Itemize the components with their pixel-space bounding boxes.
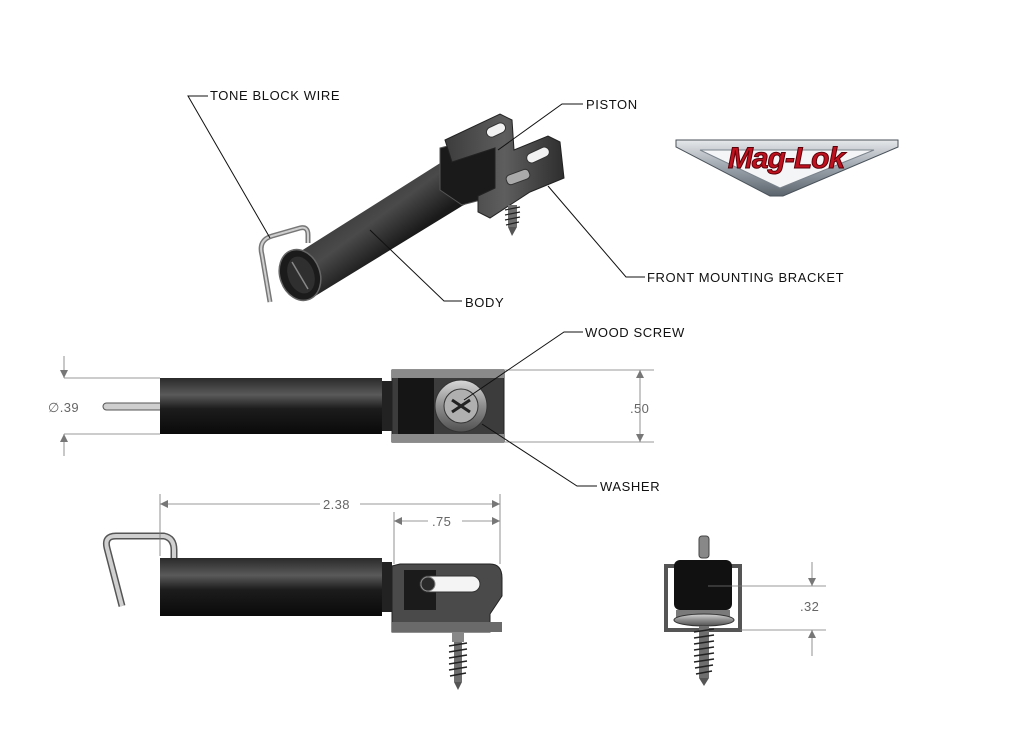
callout-wood-screw: WOOD SCREW (463, 325, 685, 401)
washer-label: WASHER (600, 479, 660, 494)
callout-front-mounting-bracket: FRONT MOUNTING BRACKET (547, 185, 844, 285)
overall-length-dimension: 2.38 (159, 494, 501, 564)
front-mounting-bracket (444, 113, 565, 219)
wood-screw-label: WOOD SCREW (585, 325, 685, 340)
height-dimension: .50 (504, 369, 654, 443)
callout-washer: WASHER (481, 423, 660, 494)
height-label: .50 (630, 401, 649, 416)
front-mounting-bracket-label: FRONT MOUNTING BRACKET (647, 270, 844, 285)
end-view (664, 535, 742, 686)
logo-text: Mag-Lok (728, 142, 847, 175)
diameter-label: ∅.39 (48, 400, 79, 415)
body-label: BODY (465, 295, 504, 310)
side-bracket-slot (419, 575, 481, 593)
side-offset-dimension: .32 (708, 562, 826, 656)
end-wood-screw (693, 626, 715, 686)
callout-body: BODY (369, 229, 504, 310)
tone-block-wire-label: TONE BLOCK WIRE (210, 88, 340, 103)
side-offset-label: .32 (800, 599, 819, 614)
overall-length-label: 2.38 (323, 497, 350, 512)
end-piston (674, 560, 732, 610)
callout-tone-block-wire: TONE BLOCK WIRE (187, 88, 340, 239)
callout-piston: PISTON (497, 97, 638, 151)
top-body (160, 378, 382, 434)
diameter-dimension: ∅.39 (48, 356, 160, 456)
body-cylinder (288, 156, 480, 299)
side-wood-screw (448, 632, 468, 690)
bracket-length-label: .75 (432, 514, 451, 529)
side-body (160, 558, 382, 616)
mag-lok-logo: Mag-Lok (675, 139, 899, 197)
isometric-view (258, 113, 565, 303)
top-view (102, 369, 505, 443)
iso-wood-screw (504, 205, 521, 236)
end-washer (673, 613, 735, 627)
bracket-length-dimension: .75 (393, 512, 500, 564)
piston-label: PISTON (586, 97, 638, 112)
side-view (102, 532, 503, 690)
